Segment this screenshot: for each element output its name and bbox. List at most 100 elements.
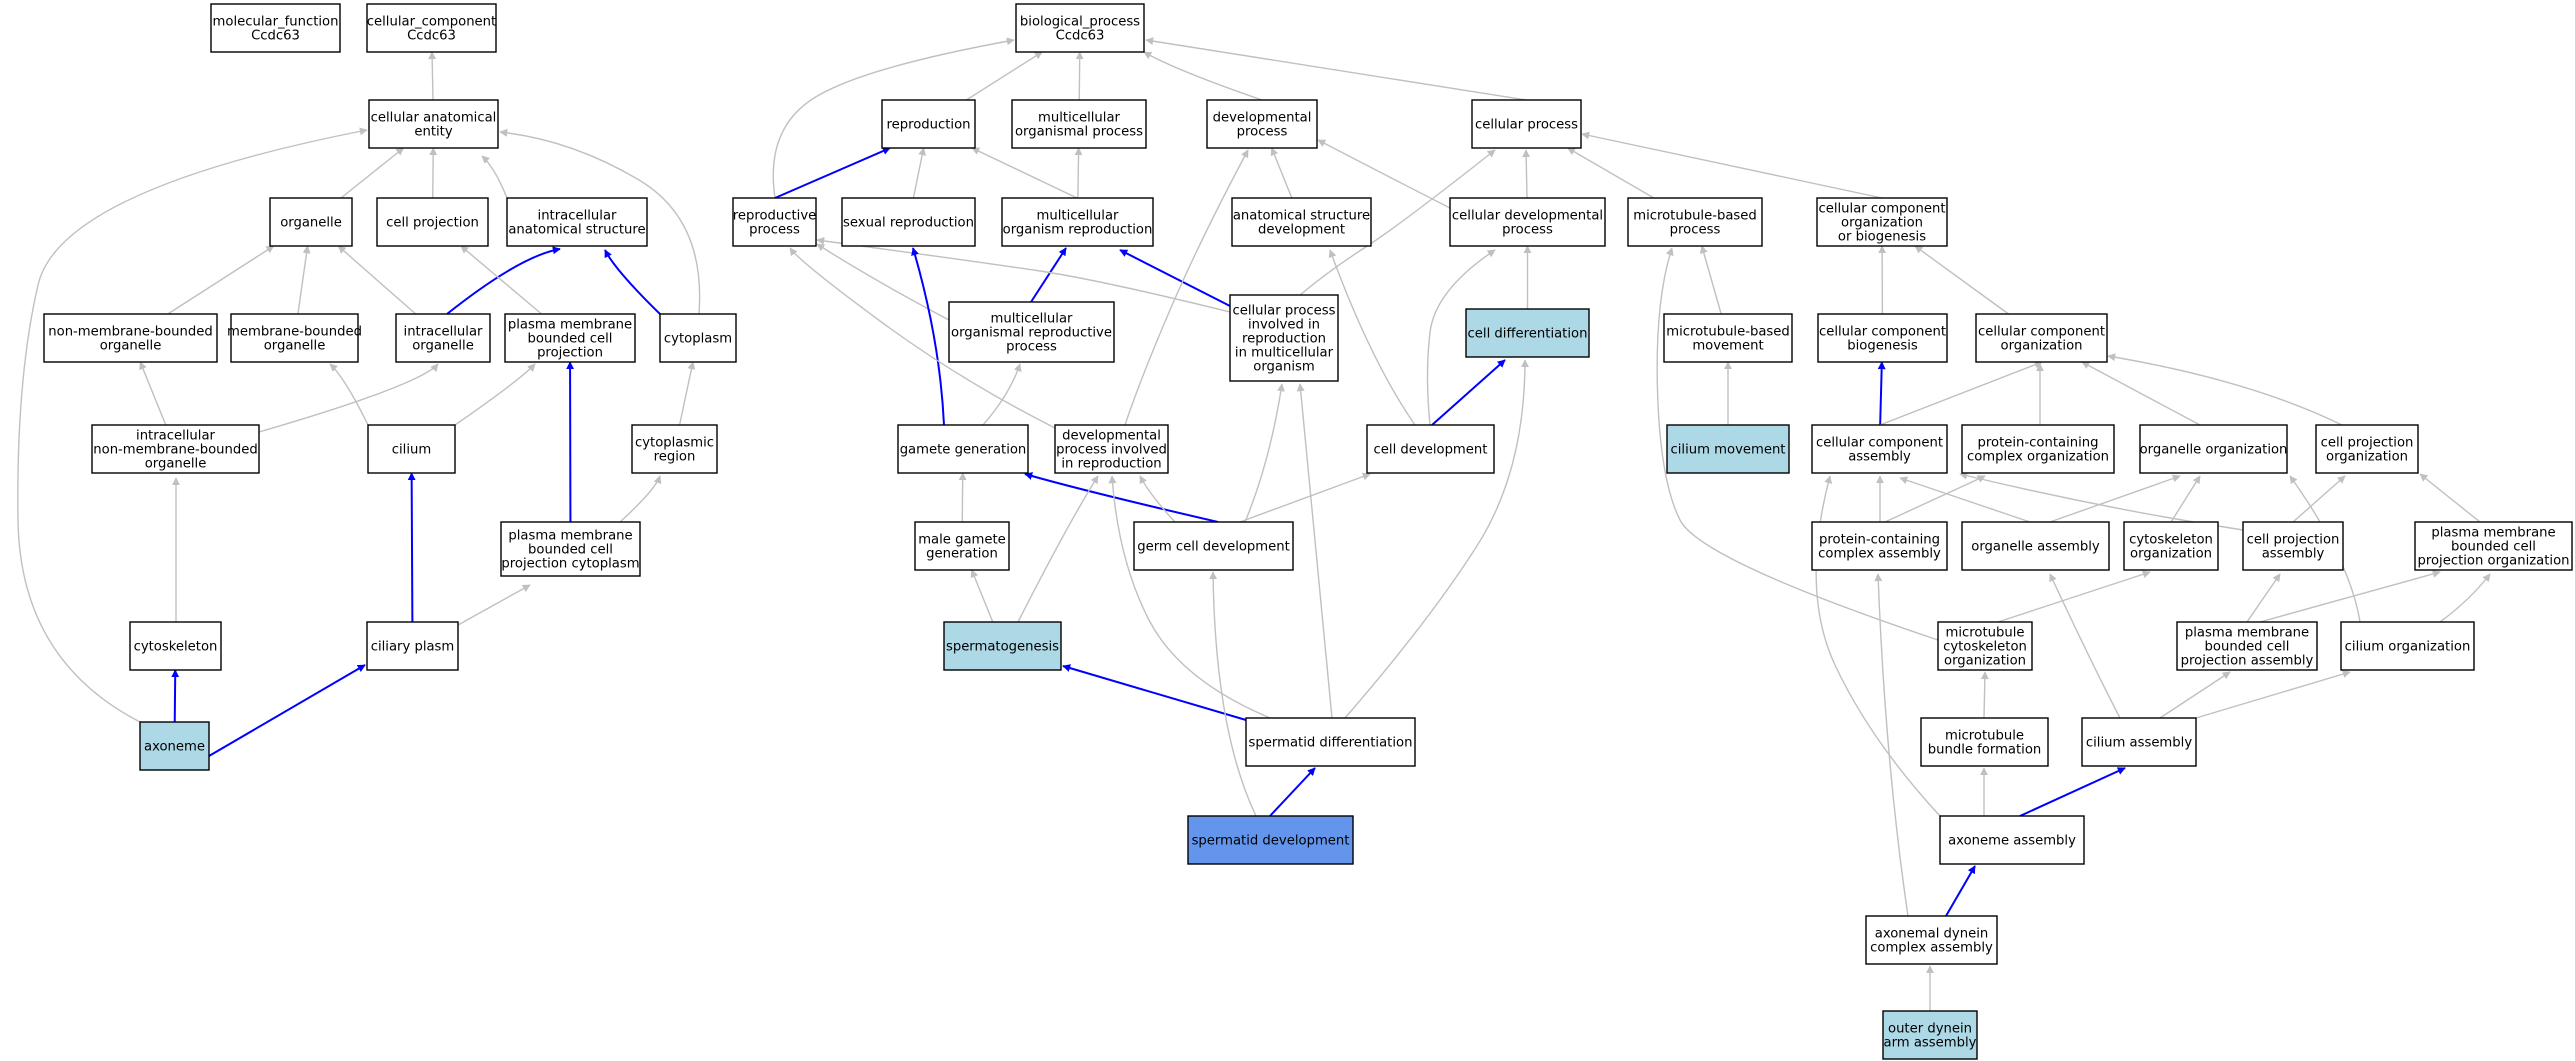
term-box — [1627, 197, 1763, 247]
term-label-line: cellular process — [1475, 118, 1578, 133]
edge-cytoplasm-to-ias — [604, 249, 661, 315]
term-label-line: cell projection — [386, 216, 479, 231]
term-node-organelle[interactable]: organelle — [269, 197, 353, 247]
edge-asd-to-devproc — [1270, 147, 1293, 199]
term-label-line: microtubule-based — [1666, 325, 1790, 340]
term-label-line: process — [1006, 340, 1057, 355]
edge-cilplasm-to-pmbcpc — [457, 584, 531, 626]
term-node-orgorg[interactable]: organelle organization — [2139, 424, 2288, 474]
term-label-line: biogenesis — [1847, 339, 1918, 354]
term-node-cilplasm[interactable]: ciliary plasm — [366, 621, 459, 671]
term-label-line: complex assembly — [1870, 941, 1993, 956]
term-node-gcd[interactable]: germ cell development — [1133, 521, 1294, 571]
term-node-cilmov[interactable]: cilium movement — [1666, 424, 1790, 474]
edge-pca-to-pco — [1884, 475, 1986, 523]
term-node-gamgen[interactable]: gamete generation — [897, 424, 1029, 474]
term-label-line: spermatid development — [1192, 834, 1350, 849]
term-label-line: cellular component — [1978, 325, 2105, 340]
term-node-spermatogenesis[interactable]: spermatogenesis — [943, 621, 1062, 671]
term-node-cytoskeleton[interactable]: cytoskeleton — [129, 621, 222, 671]
term-label-line: anatomical structure — [1233, 209, 1370, 224]
term-label-line: microtubule — [1945, 729, 2024, 744]
edge-ciliumasm-to-pmbcpa — [2159, 671, 2231, 719]
term-box — [1245, 717, 1416, 767]
edge-pmbcp-to-cellproj — [460, 245, 543, 315]
edge-reproproc-to-bp — [772, 37, 1015, 199]
term-node-cellproj[interactable]: cell projection — [376, 197, 489, 247]
term-label-line: organelle assembly — [1971, 540, 2100, 555]
term-label-line: multicellular — [1038, 111, 1120, 126]
term-label-line: plasma membrane — [508, 529, 632, 544]
term-node-cilium[interactable]: cilium — [367, 424, 456, 474]
term-label-line: organelle — [100, 339, 162, 354]
edge-ias-to-cae — [481, 155, 508, 199]
term-label-line: plasma membrane — [2431, 526, 2555, 541]
term-node-celldev[interactable]: cell development — [1366, 424, 1495, 474]
term-node-ciliumorg[interactable]: cilium organization — [2340, 621, 2475, 671]
edge-adca-to-axasm — [1945, 865, 1976, 917]
term-label-line: cytoskeleton — [2129, 533, 2213, 548]
term-node-orgasm[interactable]: organelle assembly — [1961, 521, 2110, 571]
term-label-line: cilium organization — [2345, 640, 2471, 655]
term-node-spermdev[interactable]: spermatid development — [1187, 815, 1354, 865]
term-label-line: projection — [537, 346, 603, 361]
term-label-line: organism reproduction — [1003, 223, 1153, 238]
term-label-line: process — [1237, 125, 1288, 140]
edge-cytoplasm-to-cae — [499, 128, 701, 315]
term-label-line: bundle formation — [1928, 743, 2042, 758]
term-node-spermdiff[interactable]: spermatid differentiation — [1245, 717, 1416, 767]
edge-orgorg-to-cco — [2081, 361, 2201, 426]
term-label-line: movement — [1692, 339, 1763, 354]
edge-organelle-to-cae — [340, 147, 405, 199]
term-node-axasm[interactable]: axoneme assembly — [1939, 815, 2085, 865]
term-node-ciliumasm[interactable]: cilium assembly — [2081, 717, 2197, 767]
term-node-sexrepro[interactable]: sexual reproduction — [841, 197, 976, 247]
term-node-repro[interactable]: reproduction — [881, 99, 976, 149]
term-node-axoneme[interactable]: axoneme — [139, 721, 210, 771]
term-node-cellproc[interactable]: cellular process — [1471, 99, 1582, 149]
term-label-line: plasma membrane — [2185, 626, 2309, 641]
term-node-celldiff[interactable]: cell differentiation — [1465, 308, 1590, 358]
term-node-inmbo[interactable]: intracellularnon-membrane-boundedorganel… — [91, 424, 260, 474]
term-node-cytoplasm[interactable]: cytoplasm — [659, 313, 737, 363]
